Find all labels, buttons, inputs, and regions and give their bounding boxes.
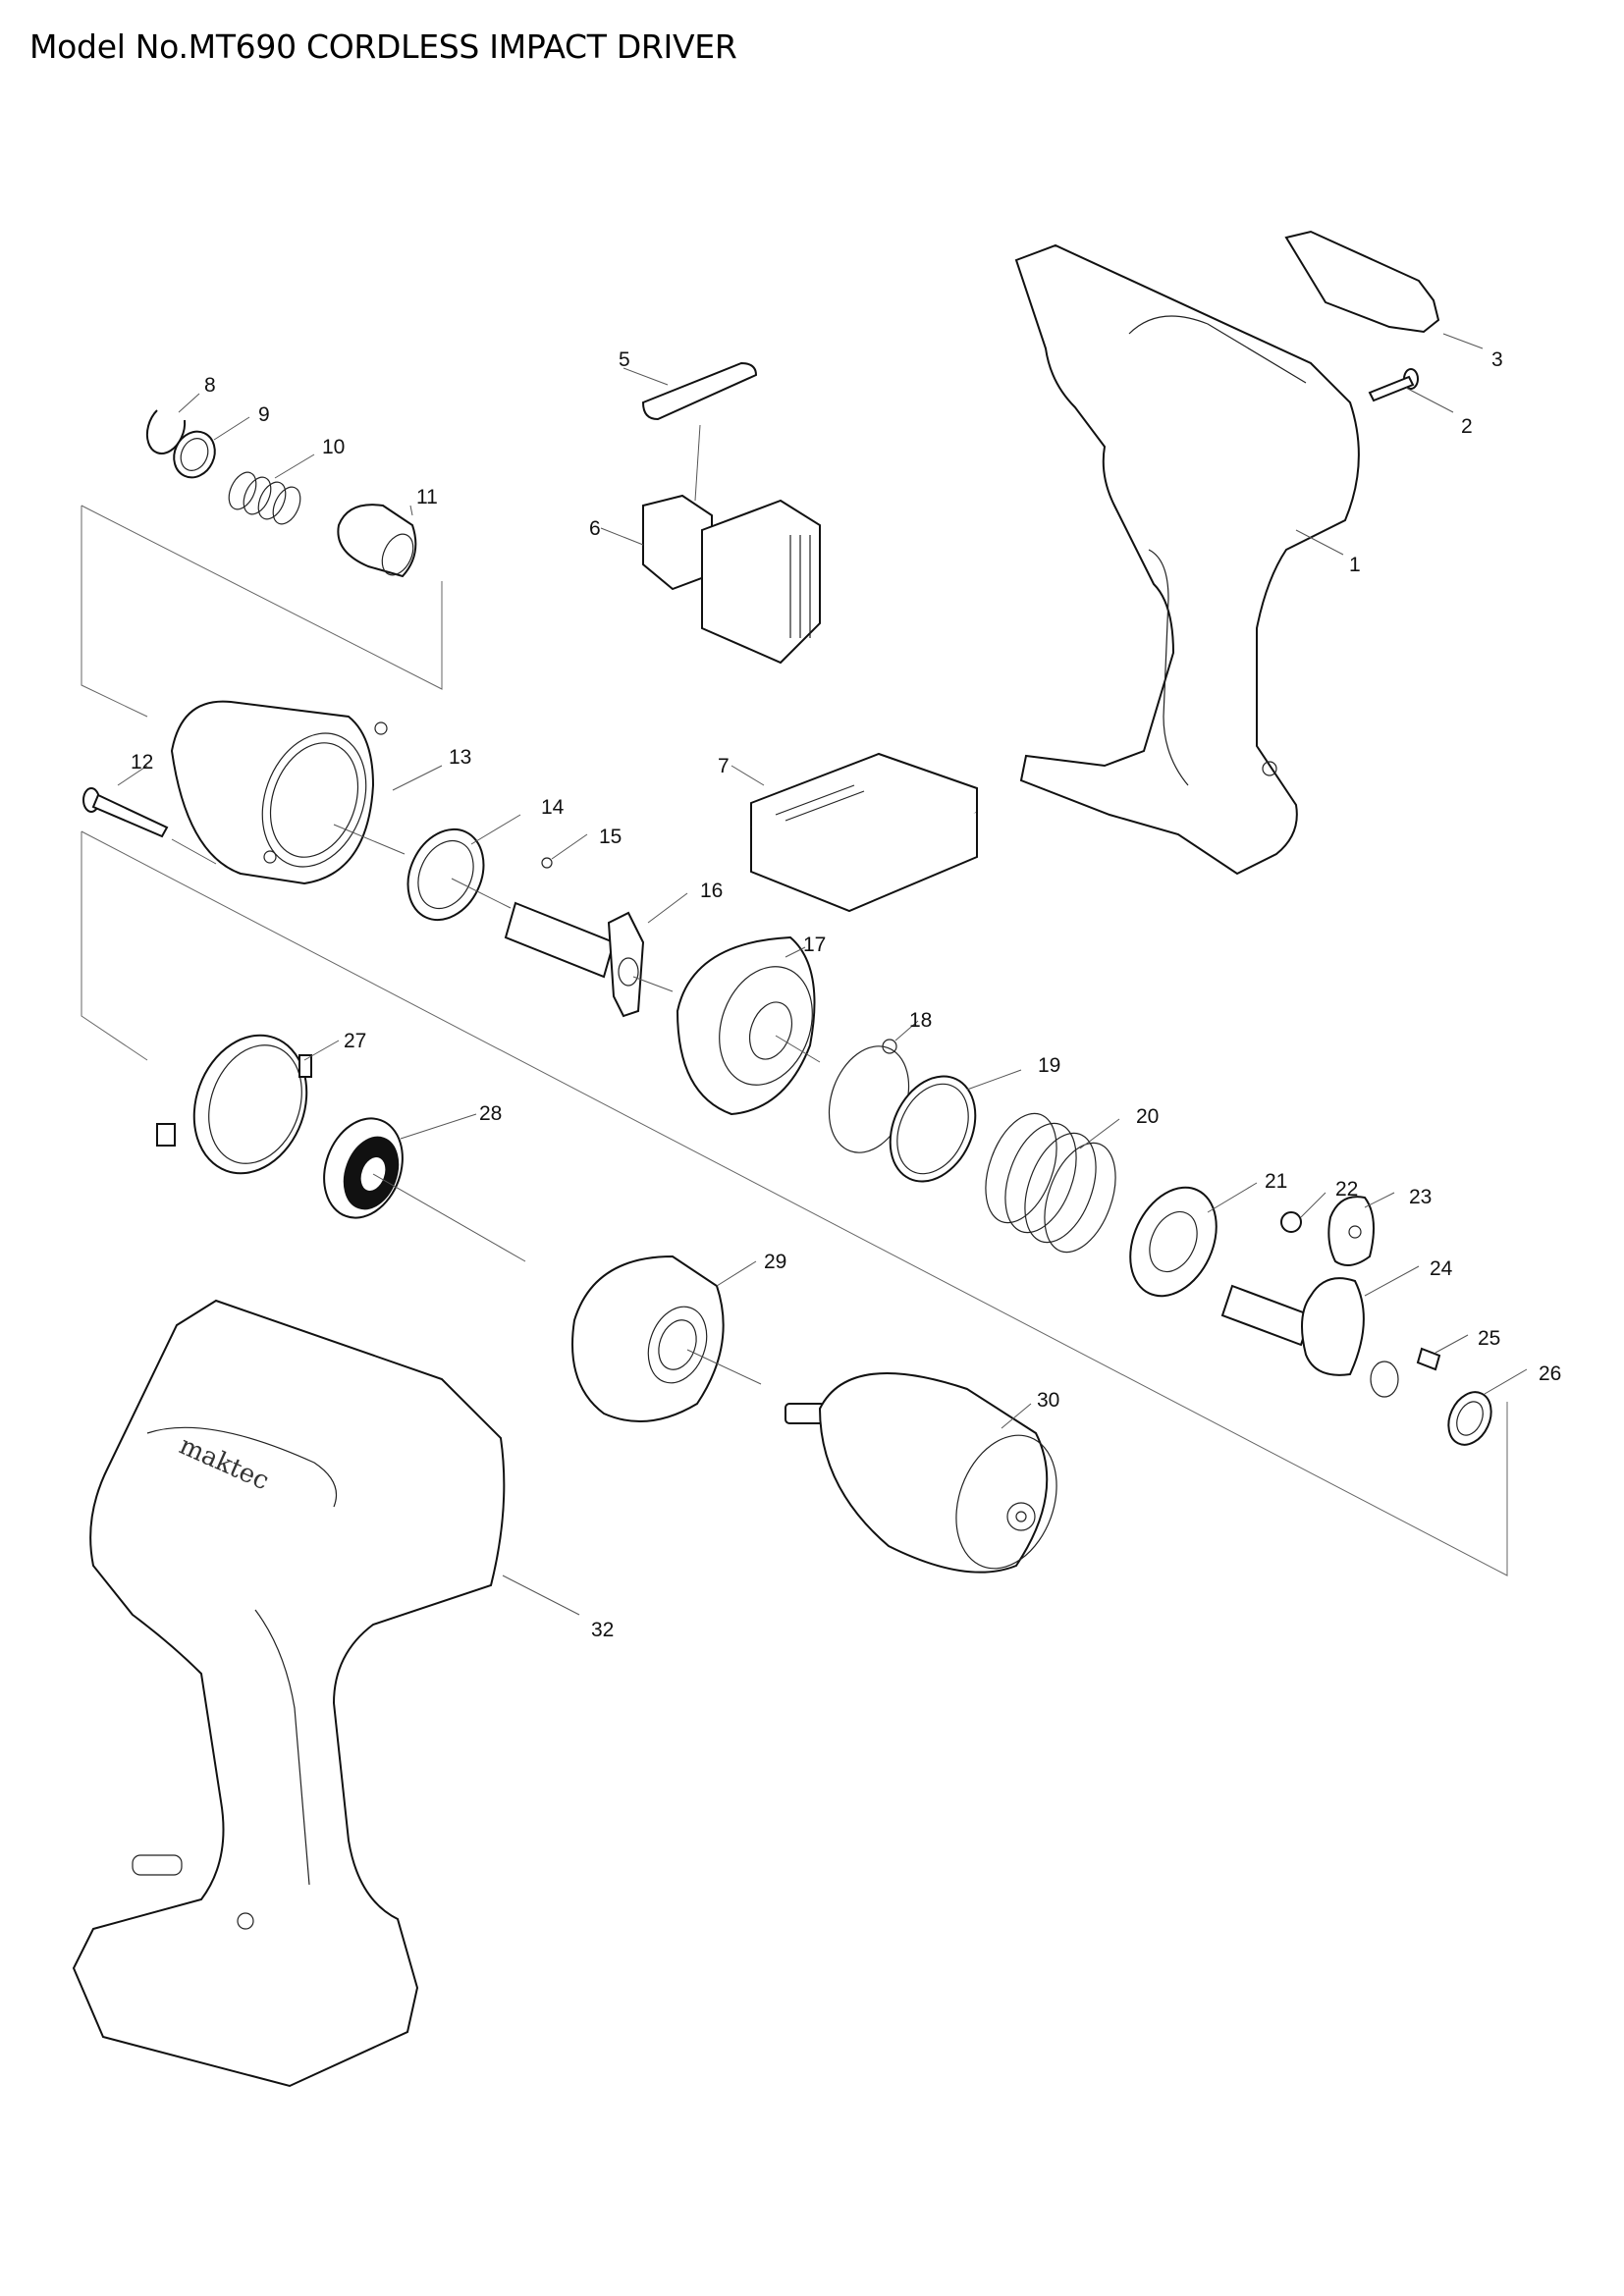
callout-part-20[interactable]: 20	[1136, 1105, 1160, 1128]
callout-part-25[interactable]: 25	[1478, 1327, 1501, 1350]
part-8-ring-spring	[145, 393, 200, 454]
callout-part-3[interactable]: 3	[1491, 348, 1503, 371]
callout-part-28[interactable]: 28	[479, 1102, 503, 1125]
part-25-pin	[1416, 1334, 1469, 1371]
frame-line-left	[81, 831, 148, 1061]
callout-part-32[interactable]: 32	[591, 1619, 615, 1641]
callout-part-5[interactable]: 5	[619, 348, 630, 371]
callout-part-21[interactable]: 21	[1265, 1170, 1288, 1193]
callout-part-1[interactable]: 1	[1349, 554, 1361, 576]
callout-part-18[interactable]: 18	[909, 1009, 933, 1032]
callout-part-11[interactable]: 11	[416, 486, 438, 508]
frame-line-upper	[81, 505, 443, 690]
callout-part-14[interactable]: 14	[541, 796, 565, 819]
part-13-hammer-case	[170, 700, 443, 885]
callout-part-23[interactable]: 23	[1409, 1186, 1433, 1208]
part-19-washer	[889, 1069, 1022, 1183]
part-17-hammer	[676, 935, 821, 1116]
callout-part-10[interactable]: 10	[322, 436, 346, 458]
callout-part-19[interactable]: 19	[1038, 1054, 1061, 1077]
page-title: Model No.MT690 CORDLESS IMPACT DRIVER	[29, 27, 737, 66]
callout-part-22[interactable]: 22	[1335, 1178, 1359, 1201]
part-10-compression-spring	[228, 454, 315, 525]
part-3-name-plate	[1284, 230, 1484, 349]
part-29-gear-housing	[571, 1255, 762, 1422]
part-11-sleeve	[337, 504, 417, 578]
part-1-housing-half	[1014, 243, 1360, 876]
part-24-spindle	[1220, 1265, 1420, 1398]
part-21-thrust-washer	[1129, 1182, 1258, 1298]
part-23-spur-gear	[1327, 1192, 1395, 1266]
part-30-dc-motor	[785, 1372, 1057, 1574]
callout-part-24[interactable]: 24	[1430, 1257, 1453, 1280]
callout-part-16[interactable]: 16	[700, 880, 724, 902]
part-22-ball	[1280, 1192, 1326, 1233]
callout-part-27[interactable]: 27	[344, 1030, 367, 1052]
part-5-switch-lever	[623, 361, 758, 502]
callout-part-17[interactable]: 17	[803, 934, 827, 956]
part-27-internal-gear	[156, 1034, 340, 1175]
part-6-switch	[600, 494, 821, 665]
callout-part-9[interactable]: 9	[258, 403, 270, 426]
callout-part-7[interactable]: 7	[718, 755, 730, 777]
part-28-ball-bearing	[323, 1113, 526, 1262]
callout-part-26[interactable]: 26	[1539, 1362, 1562, 1385]
part-7-terminal	[731, 752, 978, 913]
part-16-anvil	[504, 892, 688, 1018]
part-20-compression-spring	[985, 1112, 1120, 1254]
callout-part-15[interactable]: 15	[599, 826, 623, 848]
callout-part-8[interactable]: 8	[204, 374, 216, 397]
callout-part-30[interactable]: 30	[1037, 1389, 1060, 1412]
part-26-washer	[1447, 1368, 1528, 1446]
callout-part-2[interactable]: 2	[1461, 415, 1473, 438]
part-32-housing-set	[72, 1299, 580, 2088]
part-14-washer	[406, 814, 521, 922]
callout-part-6[interactable]: 6	[589, 517, 601, 540]
part-15-ball	[541, 833, 588, 869]
frame-line-main	[81, 830, 1508, 1576]
part-9-flat-washer	[173, 416, 250, 479]
part-12-screw	[82, 765, 217, 865]
callout-part-29[interactable]: 29	[764, 1251, 787, 1273]
callout-part-12[interactable]: 12	[131, 751, 154, 774]
frame-line-upper-left	[81, 506, 148, 718]
callout-part-13[interactable]: 13	[449, 746, 472, 769]
part-2-screw	[1368, 368, 1454, 413]
